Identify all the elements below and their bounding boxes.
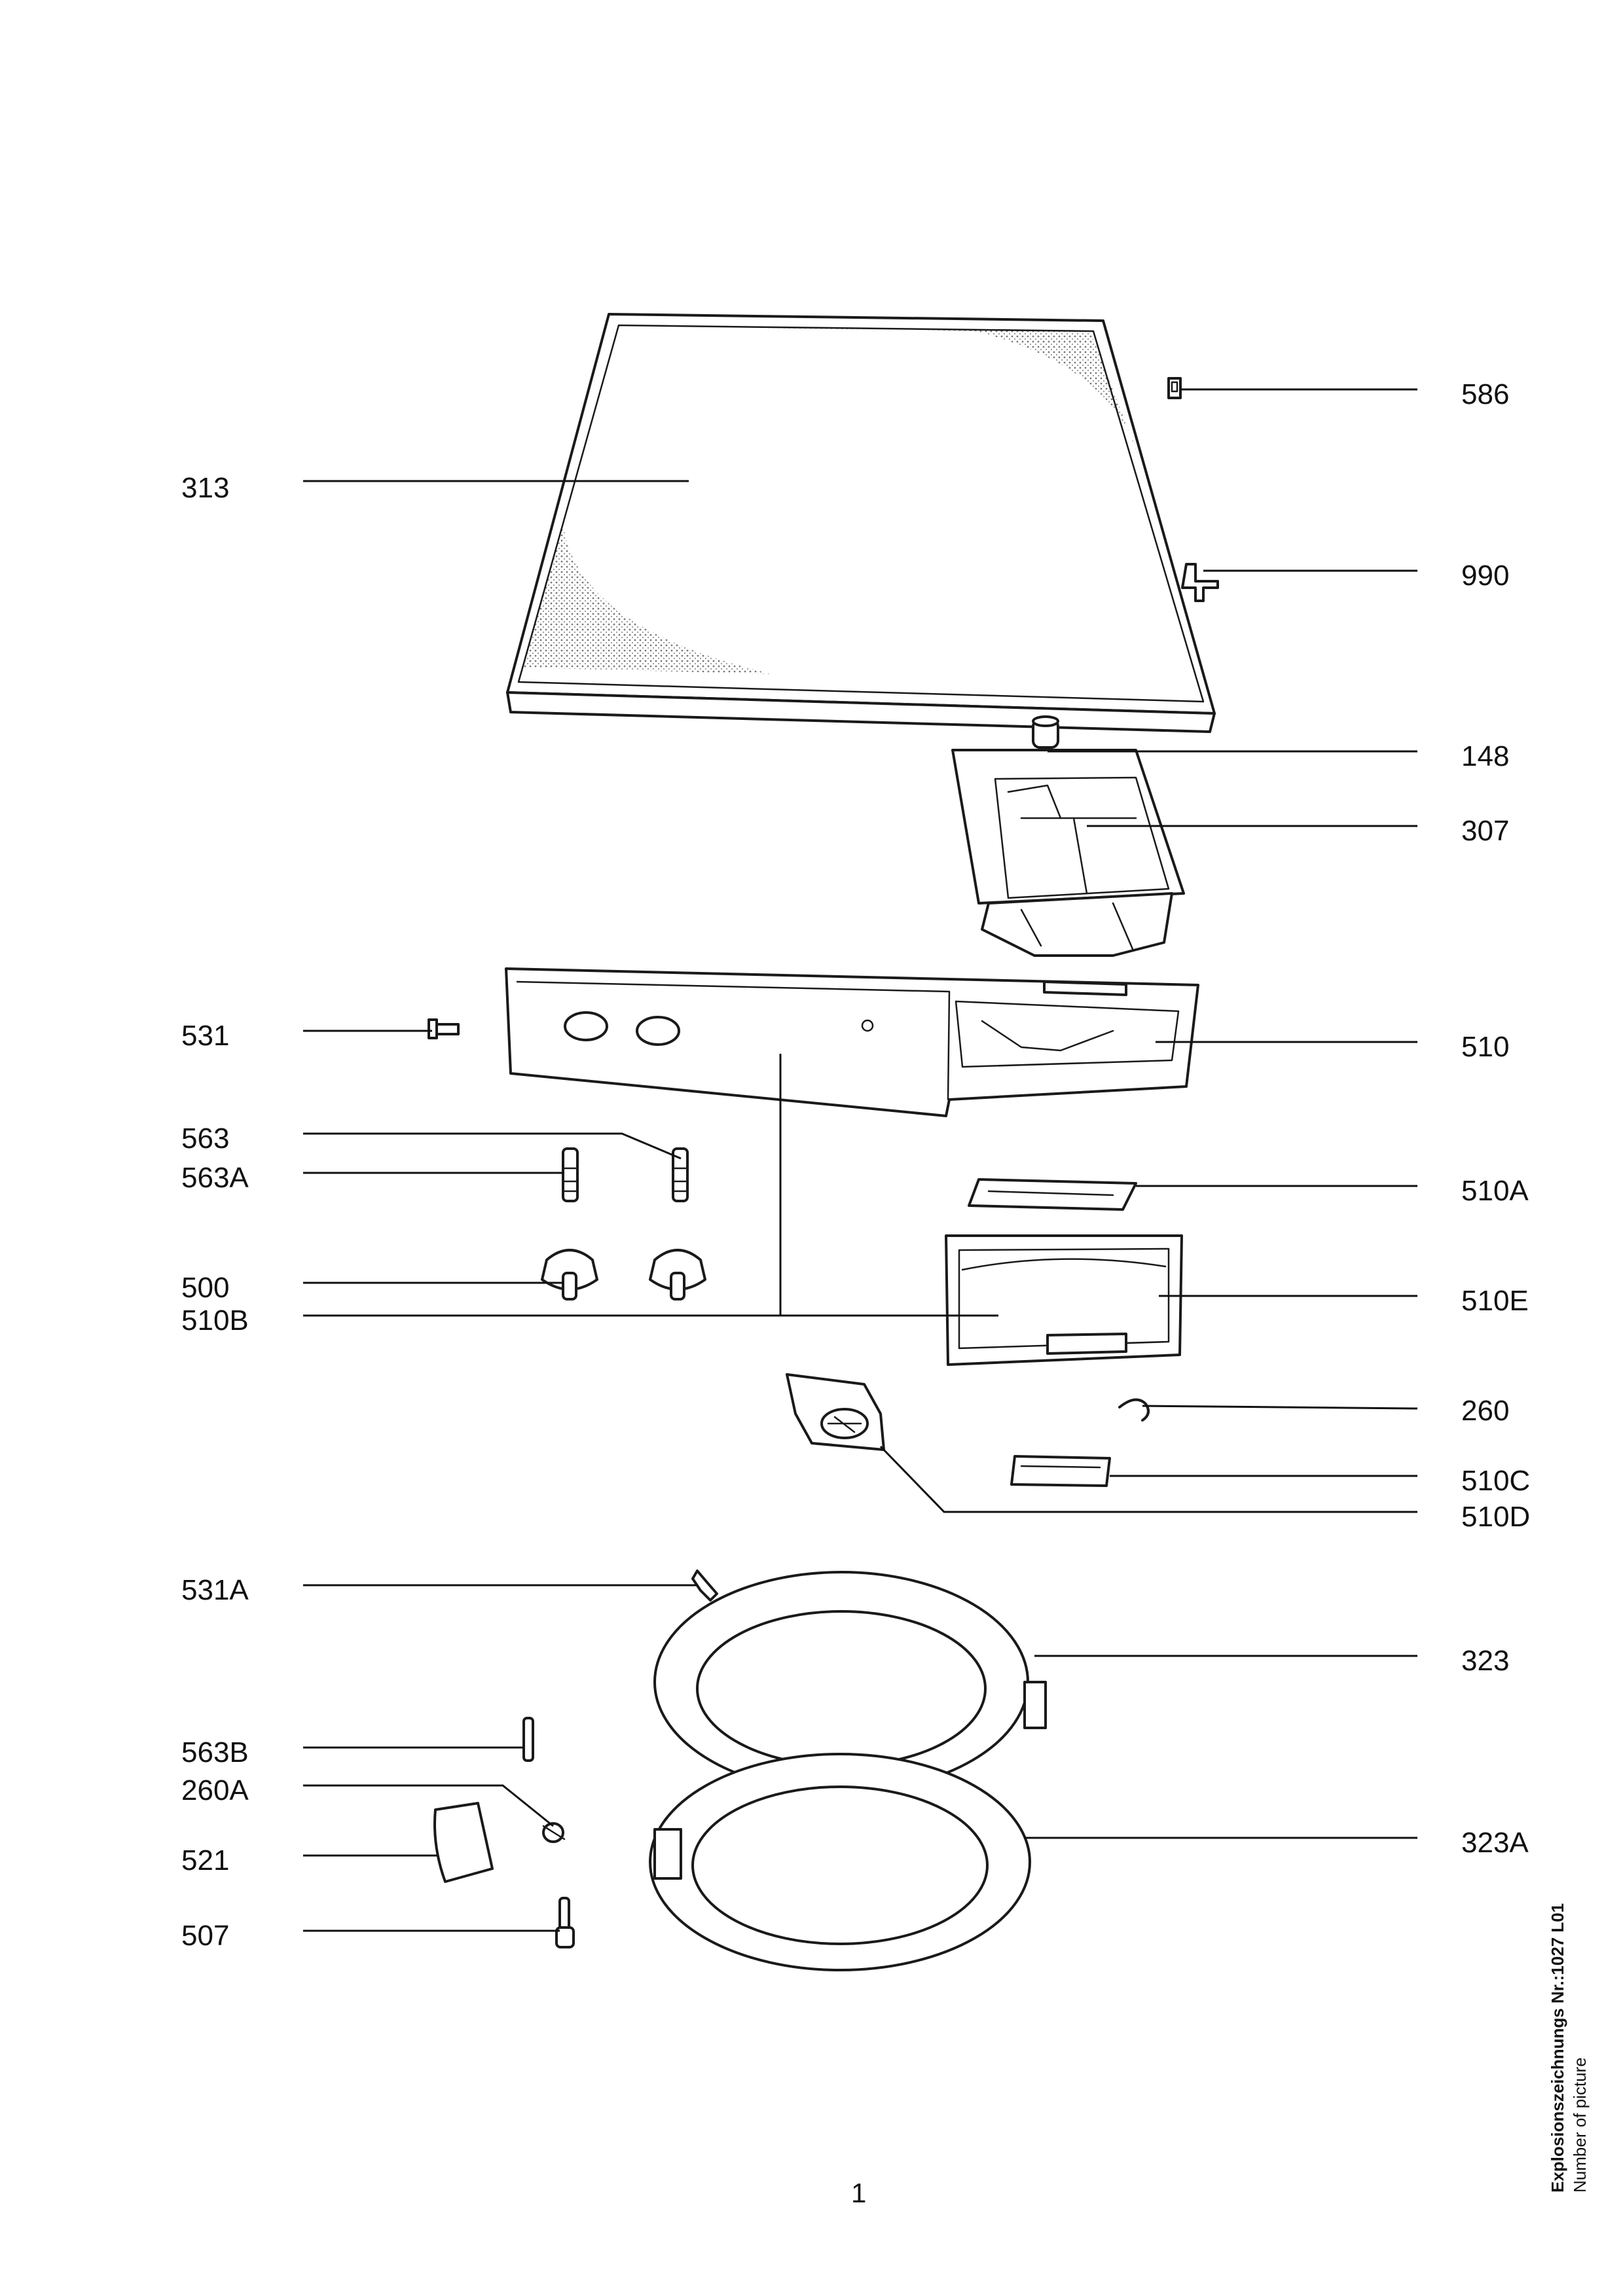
part-500-knob-right xyxy=(649,1249,706,1300)
label-323: 323 xyxy=(1461,1645,1509,1677)
label-563B: 563B xyxy=(181,1736,249,1768)
part-260-spring xyxy=(1118,1398,1150,1422)
label-510: 510 xyxy=(1461,1031,1509,1063)
part-323-door-ring xyxy=(653,1571,1047,1793)
part-531A-screw xyxy=(691,1570,718,1602)
part-510-control-panel xyxy=(505,967,1199,1117)
label-510A: 510A xyxy=(1461,1175,1529,1207)
part-521-door-handle xyxy=(433,1802,494,1883)
label-507: 507 xyxy=(181,1920,229,1952)
label-510C: 510C xyxy=(1461,1465,1530,1497)
label-521: 521 xyxy=(181,1844,229,1876)
label-586: 586 xyxy=(1461,378,1509,410)
drawing-number-subtitle: Number of picture xyxy=(1570,2057,1590,2193)
part-990-hinge xyxy=(1181,563,1219,602)
part-313-top-cover xyxy=(506,313,1216,733)
label-531A: 531A xyxy=(181,1574,249,1606)
part-510A-label-strip xyxy=(968,1178,1137,1211)
part-500-knob-left xyxy=(541,1249,598,1300)
label-563A: 563A xyxy=(181,1162,249,1194)
part-510D-bracket xyxy=(786,1373,885,1451)
label-307: 307 xyxy=(1461,815,1509,847)
part-510E-drawer-front xyxy=(945,1234,1183,1366)
label-563: 563 xyxy=(181,1122,229,1155)
label-510D: 510D xyxy=(1461,1501,1530,1533)
label-510B: 510B xyxy=(181,1304,249,1336)
page-number: 1 xyxy=(851,2178,866,2208)
part-323A-door-outer-ring xyxy=(649,1753,1031,1971)
part-531-screw xyxy=(428,1018,460,1039)
leader-lines xyxy=(303,388,1418,1932)
part-260A-spring xyxy=(542,1822,566,1843)
label-260A: 260A xyxy=(181,1774,249,1806)
part-307-dispenser-housing xyxy=(951,749,1185,957)
part-563B-pin xyxy=(522,1717,534,1762)
drawing-number-caption: Explosionszeichnungs Nr.:1027 L01 xyxy=(1548,1903,1567,2193)
label-500: 500 xyxy=(181,1272,229,1304)
part-563-pin xyxy=(672,1147,689,1202)
label-990: 990 xyxy=(1461,560,1509,592)
label-323A: 323A xyxy=(1461,1827,1529,1859)
label-313: 313 xyxy=(181,472,229,504)
label-260: 260 xyxy=(1461,1395,1509,1427)
label-510E: 510E xyxy=(1461,1285,1529,1317)
label-531: 531 xyxy=(181,1020,229,1052)
part-510C-insert xyxy=(1010,1455,1111,1487)
part-563A-pin xyxy=(562,1147,579,1202)
part-148-cap xyxy=(1032,715,1059,749)
part-507-bolt xyxy=(555,1897,575,1948)
part-586-clip xyxy=(1167,377,1182,399)
label-148: 148 xyxy=(1461,740,1509,772)
